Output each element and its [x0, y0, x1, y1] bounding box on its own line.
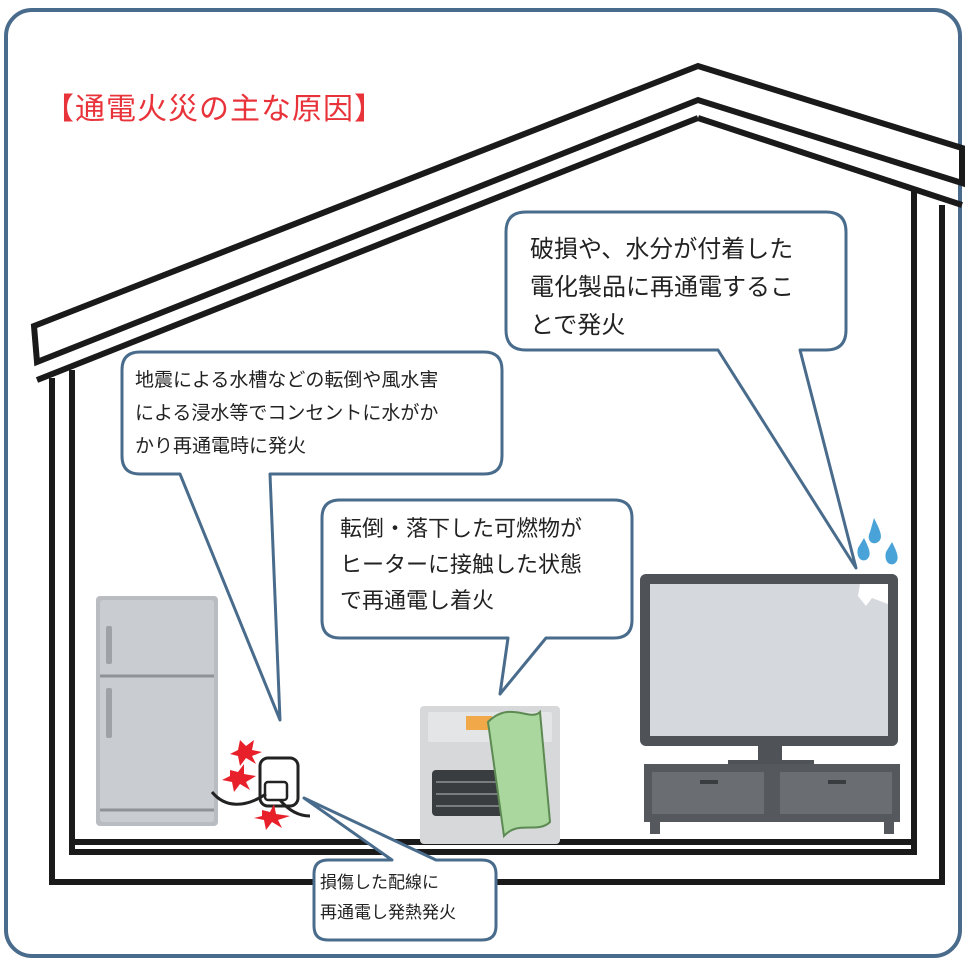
- bubble-tv-shape: [504, 210, 858, 570]
- bubble-wire-text: 損傷した配線に 再通電し発熱発火: [320, 868, 456, 928]
- outlet-icon: [210, 756, 311, 818]
- bubble-line: 転倒・落下した可燃物が: [340, 517, 583, 542]
- bubble-line: ヒーターに接触した状態: [340, 553, 583, 578]
- roof-inner-line-right: [697, 115, 963, 208]
- bubble-line: とで発火: [530, 311, 626, 339]
- refrigerator-icon: [96, 596, 218, 826]
- roof-inner-line: [35, 115, 700, 383]
- tv-icon: [640, 574, 900, 834]
- bubble-line: で再通電し着火: [340, 589, 495, 614]
- bubble-heater-shape: [320, 498, 634, 696]
- diagram-title: 【通電火災の主な原因】: [44, 92, 385, 127]
- bubble-water-shape: [120, 350, 504, 722]
- bubble-line: 損傷した配線に: [320, 873, 439, 893]
- bubble-line: 破損や、水分が付着した: [530, 235, 794, 263]
- bubble-line: 電化製品に再通電するこ: [530, 273, 794, 301]
- bubble-line: 地震による水槽などの転倒や風水害: [135, 369, 439, 391]
- bubble-wire-shape: [302, 796, 498, 942]
- paper-icon: [486, 709, 552, 839]
- bubble-line: かり再通電時に発火: [135, 435, 307, 457]
- bubble-line: 再通電し発熱発火: [320, 903, 456, 923]
- bubble-tv-text: 破損や、水分が付着した 電化製品に再通電するこ とで発火: [530, 230, 794, 344]
- bubble-water-text: 地震による水槽などの転倒や風水害 による浸水等でコンセントに水がか かり再通電時…: [135, 364, 438, 463]
- spark-icon: [222, 740, 290, 830]
- bubble-heater-text: 転倒・落下した可燃物が ヒーターに接触した状態 で再通電し着火: [340, 512, 582, 620]
- roof: [30, 62, 965, 367]
- bubble-line: による浸水等でコンセントに水がか: [135, 402, 439, 424]
- water-drop-icon: [857, 518, 898, 565]
